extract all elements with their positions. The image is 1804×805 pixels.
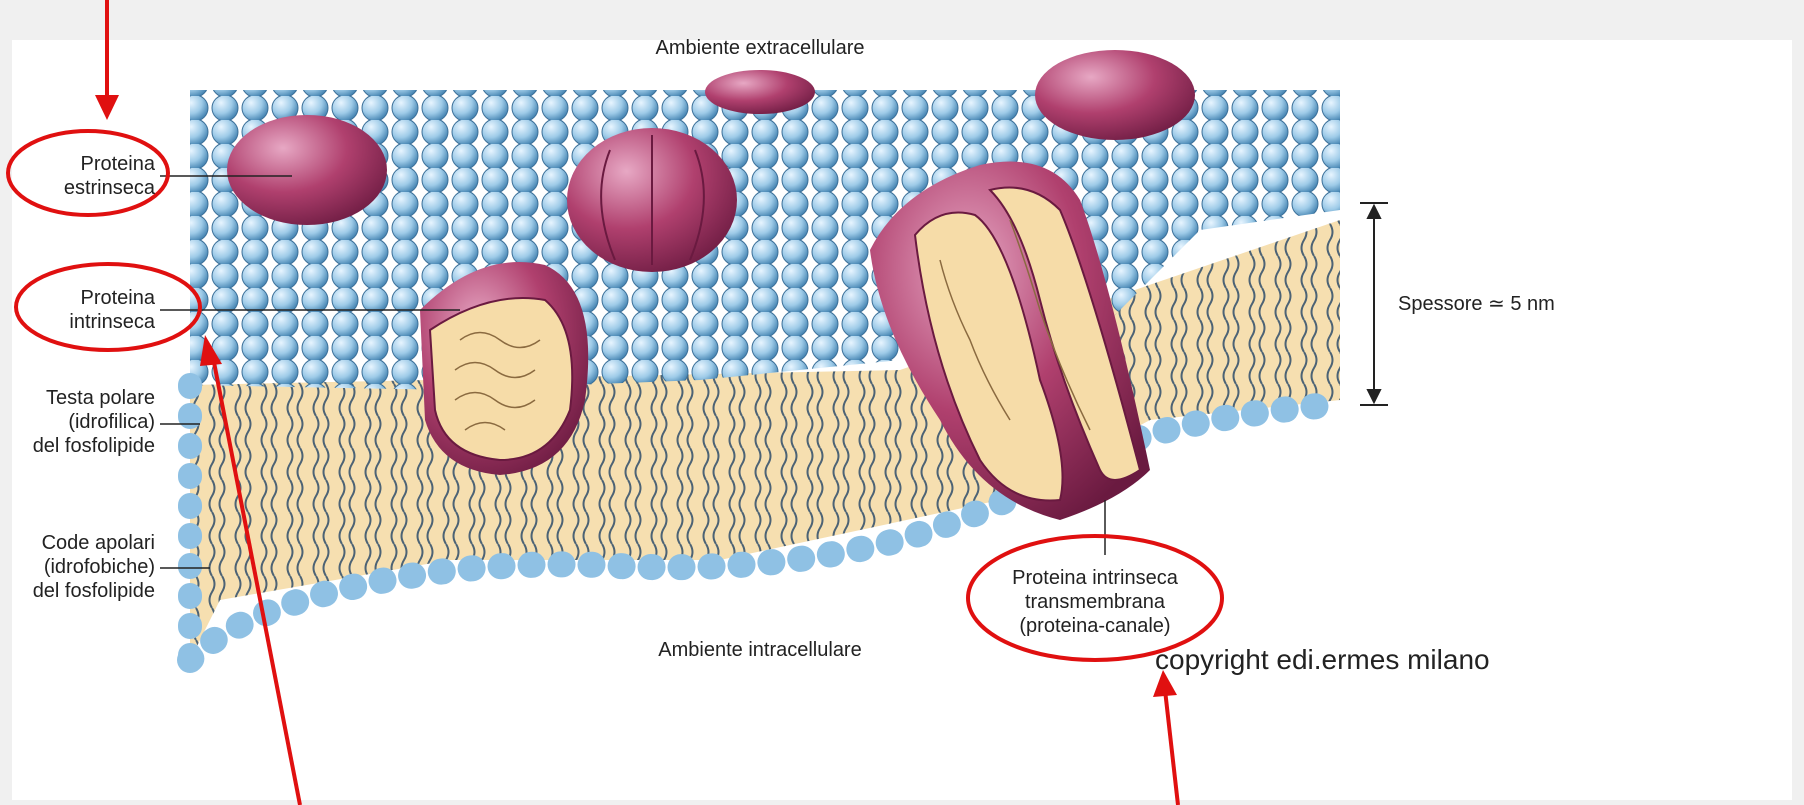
- bottom-red-arrow-shaft: [1165, 690, 1178, 805]
- intrinsic-protein-label: Proteina intrinseca: [20, 286, 155, 334]
- polar-head-line-1: Testa polare: [0, 386, 155, 410]
- extrinsic-protein-shape: [227, 115, 387, 225]
- polar-head-line-2: (idrofilica): [0, 410, 155, 434]
- channel-protein-line-1: Proteina intrinseca: [990, 566, 1200, 590]
- channel-protein-label: Proteina intrinseca transmembrana (prote…: [990, 566, 1200, 638]
- intrinsic-protein-line-2: intrinseca: [20, 310, 155, 334]
- globular-protein: [567, 128, 737, 272]
- apolar-tails-line-2: (idrofobiche): [0, 555, 155, 579]
- polar-head-label: Testa polare (idrofilica) del fosfolipid…: [0, 386, 155, 458]
- thickness-scale-bar: [1360, 203, 1388, 405]
- intracellular-label: Ambiente intracellulare: [610, 638, 910, 662]
- channel-protein-line-3: (proteina-canale): [990, 614, 1200, 638]
- channel-protein-line-2: transmembrana: [990, 590, 1200, 614]
- extrinsic-protein-label: Proteina estrinseca: [20, 152, 155, 200]
- extrinsic-protein-line-2: estrinseca: [20, 176, 155, 200]
- copyright-text: copyright edi.ermes milano: [1155, 648, 1575, 672]
- extracellular-label: Ambiente extracellulare: [610, 36, 910, 60]
- top-red-arrowhead: [95, 95, 119, 120]
- apolar-tails-label: Code apolari (idrofobiche) del fosfolipi…: [0, 531, 155, 603]
- polar-head-line-3: del fosfolipide: [0, 434, 155, 458]
- extrinsic-protein-line-1: Proteina: [20, 152, 155, 176]
- top-protein-shape: [705, 70, 815, 114]
- thickness-label: Spessore ≃ 5 nm: [1398, 292, 1598, 316]
- intrinsic-protein-shape: [420, 262, 588, 475]
- apolar-tails-line-3: del fosfolipide: [0, 579, 155, 603]
- intrinsic-protein-line-1: Proteina: [20, 286, 155, 310]
- apolar-tails-line-1: Code apolari: [0, 531, 155, 555]
- top-right-protein-shape: [1035, 50, 1195, 140]
